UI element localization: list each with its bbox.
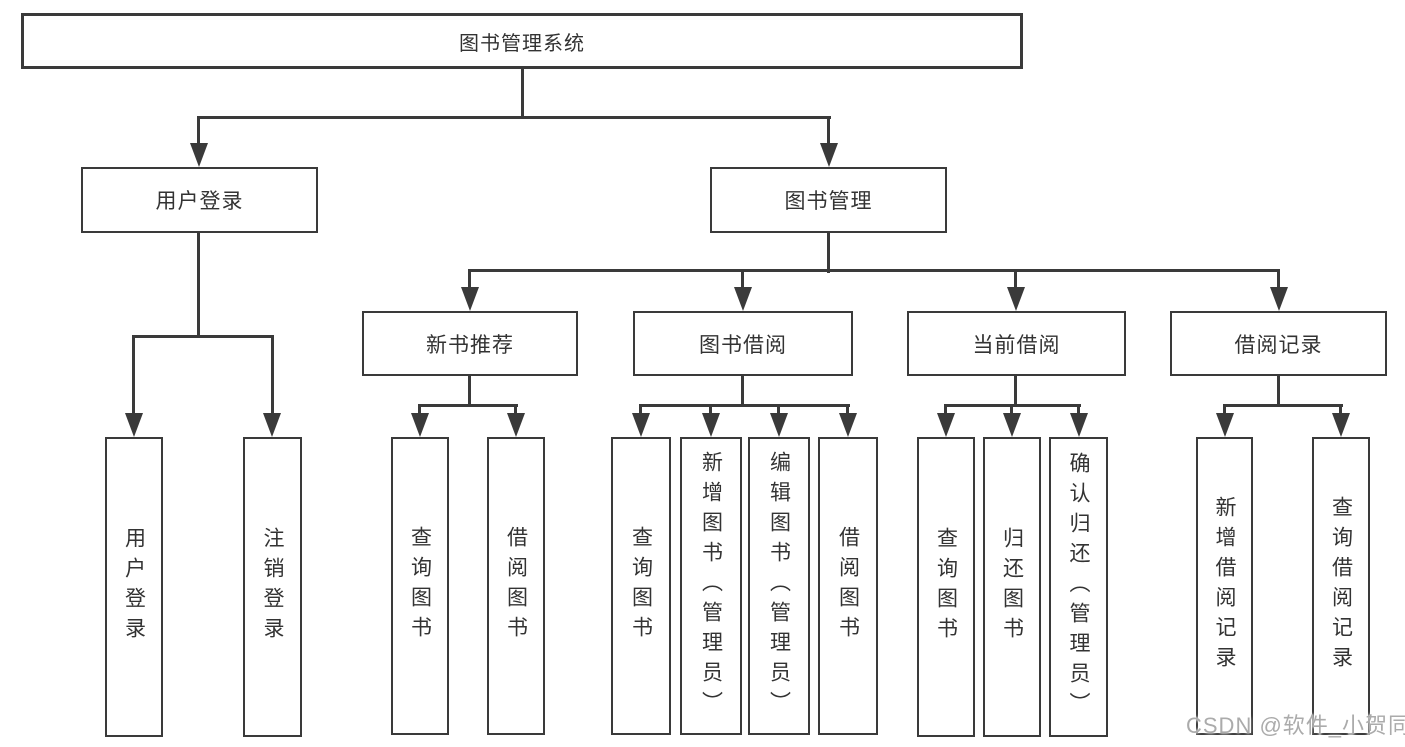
node-label: 借阅图书: [504, 526, 528, 646]
arrow-down-icon: [937, 413, 955, 437]
node-label: 新增借阅记录: [1213, 496, 1236, 676]
connector-records-stub: [1277, 374, 1280, 407]
node-label: 确认归还（管理员）: [1067, 452, 1090, 722]
leaf-add-borrow-record: 新增借阅记录: [1196, 437, 1253, 735]
connector-recommend-stem-1: [418, 404, 421, 418]
arrow-down-icon: [632, 413, 650, 437]
arrow-down-icon: [734, 287, 752, 311]
connector-borrowing-stem-4: [846, 404, 849, 418]
leaf-edit-books-admin: 编辑图书（管理员）: [748, 437, 810, 735]
connector-records-stem-1: [1223, 404, 1226, 418]
leaf-logout: 注销登录: [243, 437, 302, 737]
node-label: 借阅图书: [836, 526, 860, 646]
node-label: 新书推荐: [426, 333, 514, 357]
connector-user-login-stem-1: [132, 335, 135, 415]
leaf-user-login: 用户登录: [105, 437, 163, 737]
node-label: 用户登录: [155, 190, 244, 213]
leaf-confirm-return-admin: 确认归还（管理员）: [1049, 437, 1108, 737]
arrow-down-icon: [1003, 413, 1021, 437]
connector-current-stem-3: [1077, 404, 1080, 418]
node-label: 查询图书: [934, 527, 958, 647]
leaf-borrowing-query-books: 查询图书: [611, 437, 671, 735]
arrow-down-icon: [507, 413, 525, 437]
leaf-add-books-admin: 新增图书（管理员）: [680, 437, 742, 735]
connector-root-stub: [521, 69, 524, 119]
connector-borrowing-rail: [639, 404, 850, 407]
node-book-management: 图书管理: [710, 167, 947, 233]
node-label: 查询图书: [408, 526, 432, 646]
connector-borrowing-stem-2: [709, 404, 712, 418]
leaf-borrowing-borrow-books: 借阅图书: [818, 437, 878, 735]
node-label: 归还图书: [1000, 527, 1024, 647]
node-label: 查询图书: [629, 526, 653, 646]
node-label: 新增图书（管理员）: [699, 451, 723, 721]
connector-borrowing-stub: [741, 374, 744, 407]
arrow-down-icon: [1332, 413, 1350, 437]
connector-recommend-stem-2: [514, 404, 517, 418]
node-user-login: 用户登录: [81, 167, 318, 233]
connector-recommend-stub: [468, 374, 471, 407]
node-label: 借阅记录: [1234, 333, 1323, 357]
connector-book-mgmt-stub: [827, 231, 830, 273]
node-label: 用户登录: [122, 527, 146, 647]
arrow-down-icon: [263, 413, 281, 437]
connector-borrowing-stem-3: [777, 404, 780, 418]
connector-user-login-stem-2: [271, 335, 274, 415]
arrow-down-icon: [411, 413, 429, 437]
arrow-down-icon: [190, 143, 208, 167]
leaf-recommend-borrow-books: 借阅图书: [487, 437, 545, 735]
connector-l3-stem-4: [1277, 269, 1280, 291]
arrow-down-icon: [1216, 413, 1234, 437]
connector-l2-stem-right: [827, 116, 830, 145]
node-book-borrowing: 图书借阅: [633, 311, 853, 376]
arrow-down-icon: [839, 413, 857, 437]
connector-l3-stem-1: [468, 269, 471, 291]
arrow-down-icon: [1270, 287, 1288, 311]
node-label: 图书管理系统: [459, 32, 585, 55]
node-borrowing-records: 借阅记录: [1170, 311, 1387, 376]
connector-l3-stem-2: [741, 269, 744, 291]
arrow-down-icon: [1007, 287, 1025, 311]
leaf-current-query-books: 查询图书: [917, 437, 975, 737]
connector-borrowing-stem-1: [639, 404, 642, 418]
node-label: 编辑图书（管理员）: [767, 451, 791, 721]
arrow-down-icon: [125, 413, 143, 437]
connector-current-stem-1: [944, 404, 947, 418]
connector-l2-stem-left: [197, 116, 200, 145]
connector-l3-stem-3: [1014, 269, 1017, 291]
arrow-down-icon: [820, 143, 838, 167]
connector-l2-rail: [197, 116, 831, 119]
arrow-down-icon: [702, 413, 720, 437]
node-new-book-recommend: 新书推荐: [362, 311, 578, 376]
connector-user-login-stub: [197, 231, 200, 338]
arrow-down-icon: [1070, 413, 1088, 437]
connector-current-stem-2: [1010, 404, 1013, 418]
csdn-watermark: CSDN @软件_小贺同学: [1186, 713, 1405, 738]
connector-records-stem-2: [1339, 404, 1342, 418]
connector-records-rail: [1223, 404, 1343, 407]
connector-user-login-rail: [132, 335, 274, 338]
arrow-down-icon: [770, 413, 788, 437]
node-label: 图书管理: [784, 190, 873, 213]
node-current-borrowing: 当前借阅: [907, 311, 1126, 376]
node-library-management-system: 图书管理系统: [21, 13, 1023, 69]
connector-l3-rail: [468, 269, 1280, 272]
leaf-return-books: 归还图书: [983, 437, 1041, 737]
arrow-down-icon: [461, 287, 479, 311]
leaf-recommend-query-books: 查询图书: [391, 437, 449, 735]
connector-recommend-rail: [418, 404, 518, 407]
leaf-query-borrow-record: 查询借阅记录: [1312, 437, 1370, 735]
node-label: 查询借阅记录: [1329, 496, 1353, 676]
node-label: 图书借阅: [699, 333, 787, 357]
connector-current-stub: [1014, 374, 1017, 407]
node-label: 当前借阅: [972, 333, 1061, 357]
node-label: 注销登录: [261, 527, 284, 647]
